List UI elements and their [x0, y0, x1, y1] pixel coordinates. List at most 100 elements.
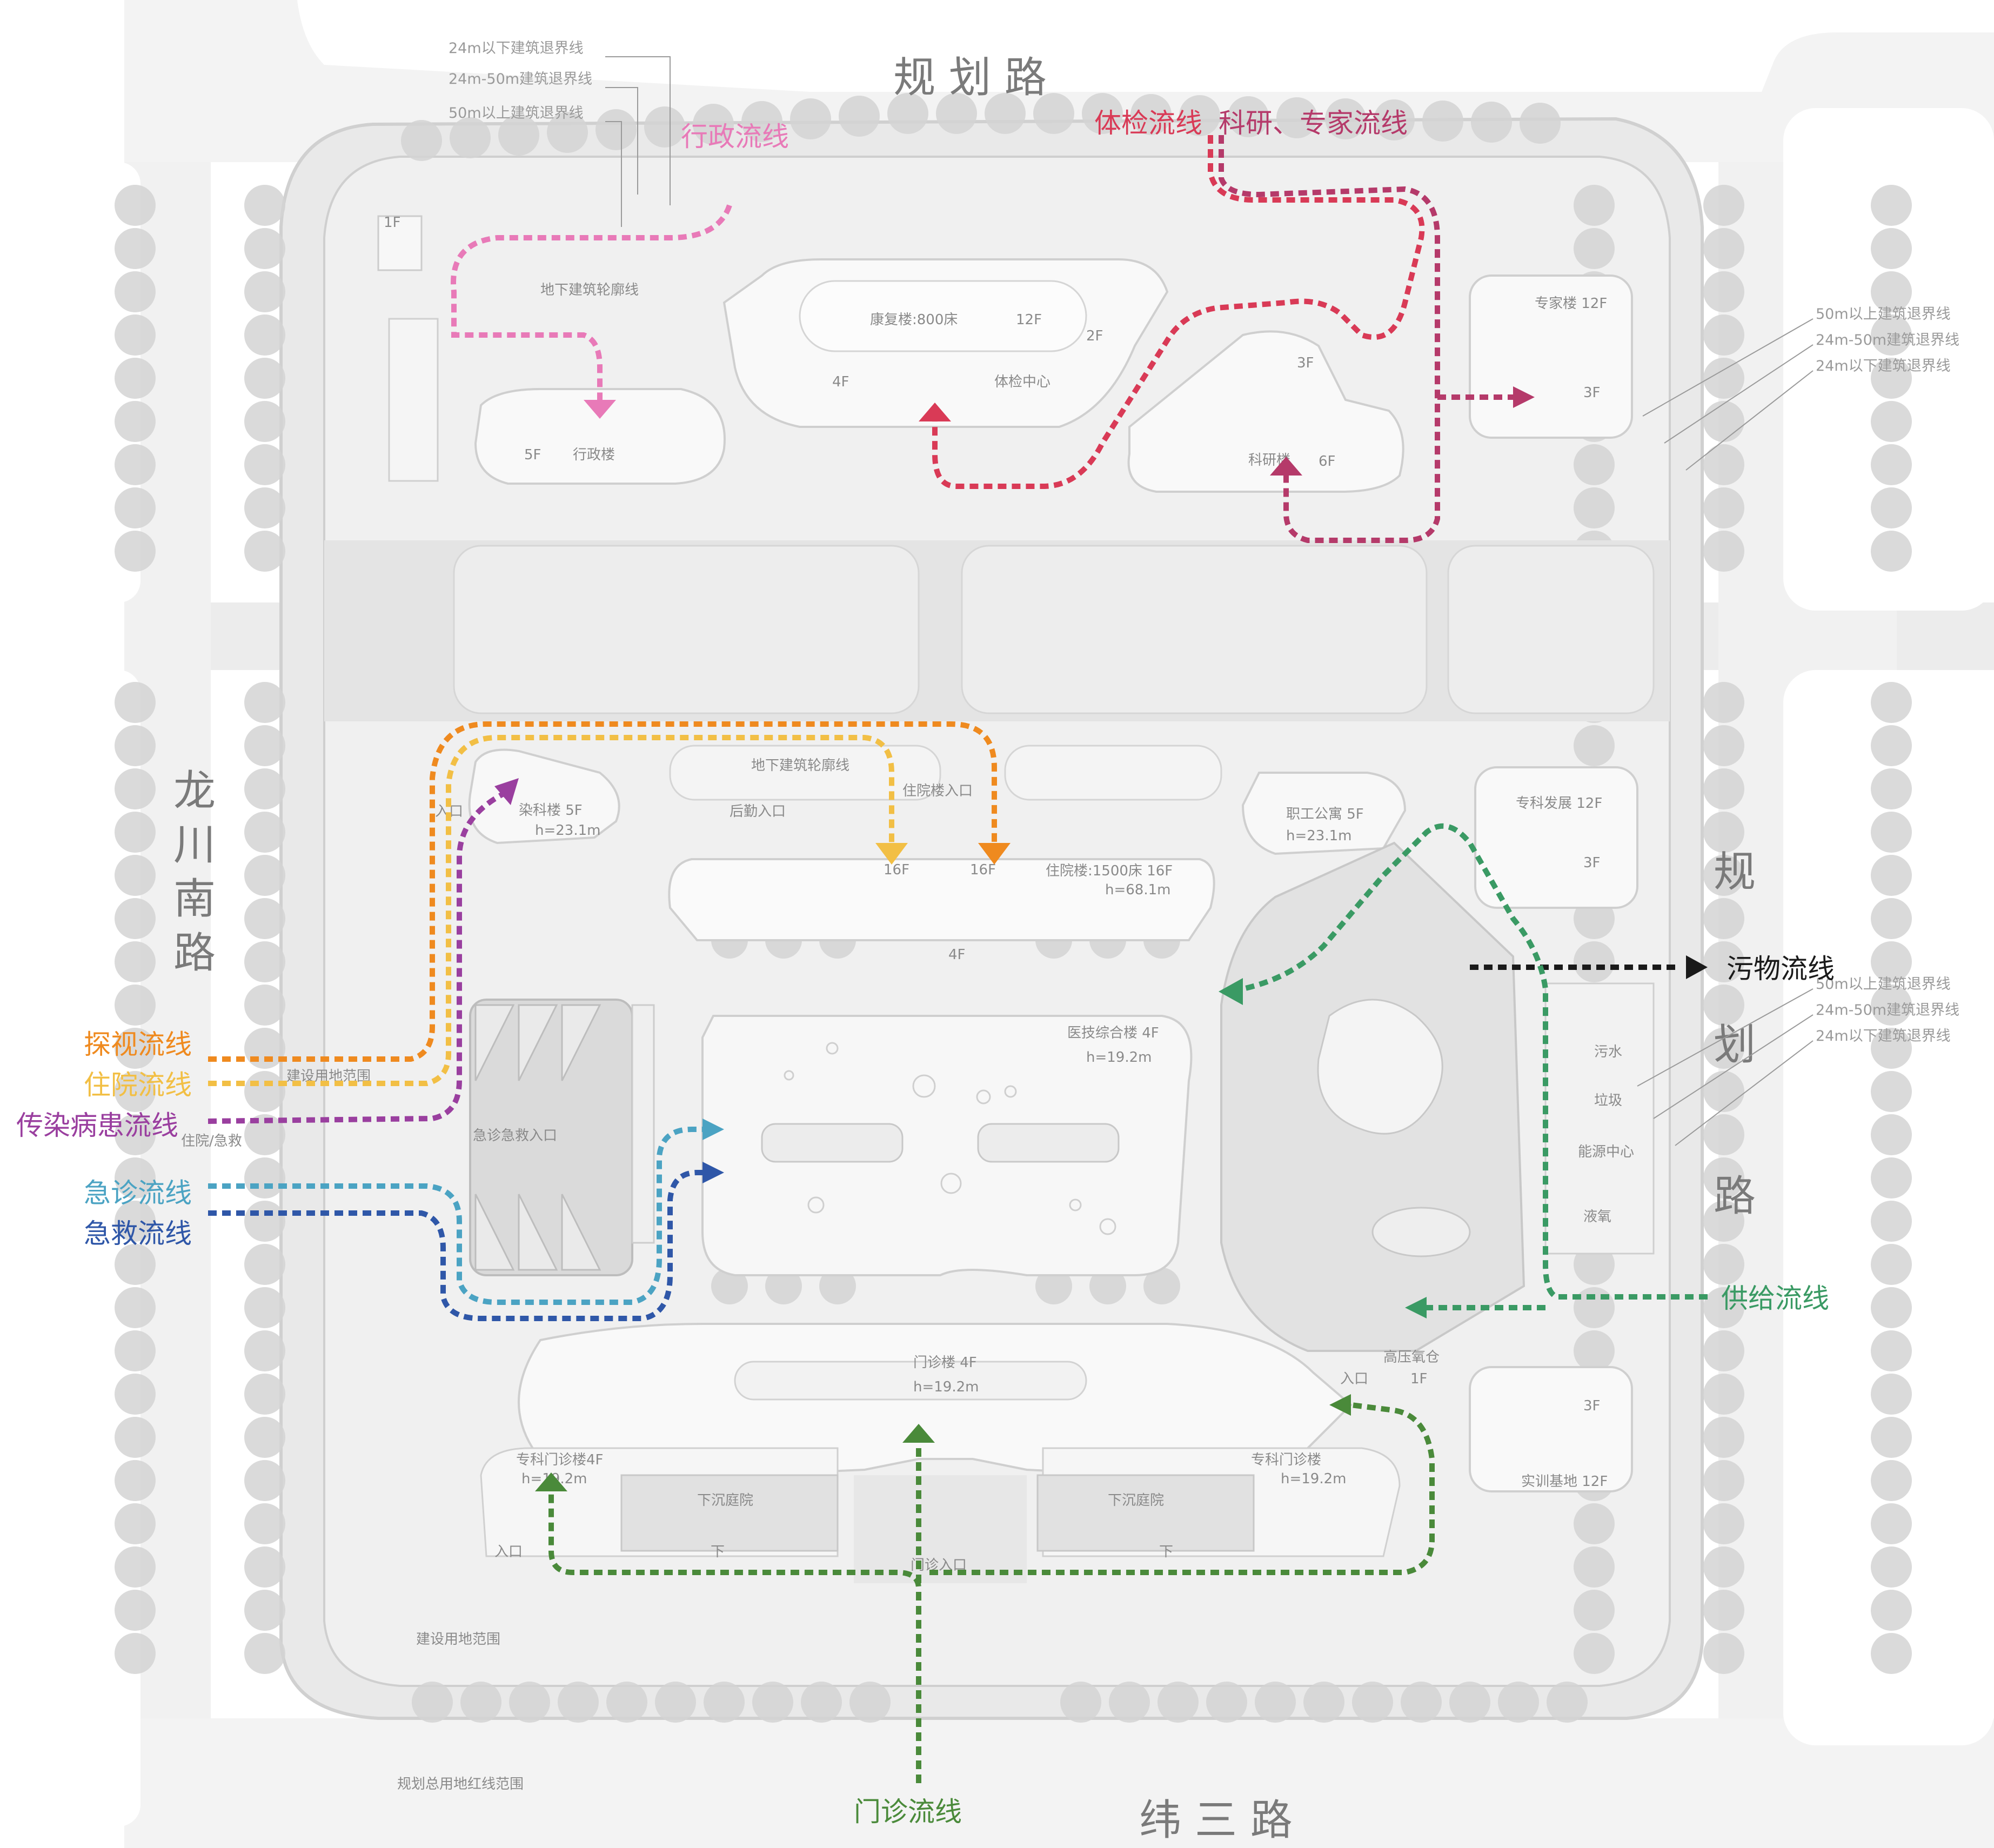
svg-text:染科楼 5F: 染科楼 5F [519, 802, 583, 819]
svg-text:12F: 12F [1016, 312, 1042, 328]
svg-text:50m以上建筑退界线: 50m以上建筑退界线 [449, 105, 584, 122]
svg-text:高压氧仓: 高压氧仓 [1383, 1349, 1440, 1365]
svg-text:下: 下 [711, 1544, 725, 1560]
flow-label-visit: 探视流线 [84, 1029, 192, 1060]
svg-text:3F: 3F [1583, 855, 1601, 871]
inpatient-flow-path [208, 735, 894, 1086]
svg-text:4F: 4F [948, 947, 966, 963]
svg-text:建设用地范围: 建设用地范围 [416, 1631, 500, 1648]
training-building [1469, 1366, 1633, 1492]
research-building [1127, 330, 1404, 493]
setback-labels-east-lower: 50m以上建筑退界线 24m-50m建筑退界线 24m以下建筑退界线 [1637, 976, 1959, 1146]
svg-text:24m以下建筑退界线: 24m以下建筑退界线 [1816, 358, 1951, 374]
flow-label-inpatient: 住院流线 [84, 1069, 192, 1101]
svg-text:24m-50m建筑退界线: 24m-50m建筑退界线 [1816, 332, 1959, 349]
supply-flow-path [1242, 823, 1708, 1300]
svg-text:下: 下 [1159, 1544, 1173, 1560]
svg-text:液氧: 液氧 [1583, 1209, 1611, 1225]
svg-text:24m-50m建筑退界线: 24m-50m建筑退界线 [1816, 1002, 1959, 1019]
svg-text:2F: 2F [1086, 328, 1103, 344]
svg-text:专科门诊楼4F: 专科门诊楼4F [516, 1452, 604, 1468]
flow-label-admin: 行政流线 [681, 121, 789, 152]
svg-text:职工公寓 5F: 职工公寓 5F [1286, 806, 1364, 822]
svg-text:川: 川 [173, 821, 216, 869]
sunken-court-left [620, 1474, 839, 1552]
svg-text:专科门诊楼: 专科门诊楼 [1251, 1452, 1321, 1468]
svg-text:h=19.2m: h=19.2m [1281, 1471, 1346, 1487]
svg-text:住院/急救: 住院/急救 [181, 1133, 242, 1149]
svg-text:50m以上建筑退界线: 50m以上建筑退界线 [1816, 306, 1951, 323]
svg-text:划: 划 [1714, 1021, 1756, 1069]
building-labels: 康复楼:800床 12F 2F 4F 体检中心 行政楼 5F 科研楼 6F 3F… [181, 215, 1634, 1792]
inpatient-building [668, 858, 1215, 941]
flow-label-supply: 供给流线 [1721, 1283, 1829, 1314]
svg-text:规划总用地红线范围: 规划总用地红线范围 [397, 1776, 524, 1792]
flow-label-waste: 污物流线 [1727, 953, 1835, 985]
road-north: 规 划 路 [893, 53, 1047, 102]
svg-text:1F: 1F [1410, 1371, 1428, 1387]
svg-text:1F: 1F [384, 215, 401, 231]
svg-text:后勤入口: 后勤入口 [730, 804, 786, 820]
admin-flow-path [451, 204, 732, 400]
svg-text:地下建筑轮廓线: 地下建筑轮廓线 [540, 282, 639, 298]
emergency-flow-path [208, 1127, 702, 1305]
research-flow-path [1219, 135, 1440, 543]
svg-text:h=23.1m: h=23.1m [535, 822, 600, 839]
svg-text:龙: 龙 [173, 767, 216, 815]
svg-text:专家楼 12F: 专家楼 12F [1535, 296, 1607, 312]
svg-text:行政楼: 行政楼 [573, 447, 615, 463]
flow-label-outpatient: 门诊流线 [854, 1796, 962, 1827]
flow-lines [208, 135, 1708, 1783]
svg-text:实训基地 12F: 实训基地 12F [1521, 1474, 1608, 1490]
south-road [59, 1718, 1994, 1848]
svg-text:16F: 16F [970, 862, 996, 878]
svg-text:h=19.2m: h=19.2m [913, 1379, 979, 1395]
svg-text:h=19.2m: h=19.2m [1086, 1049, 1152, 1066]
staff-building [1241, 772, 1407, 855]
svg-text:地下建筑轮廓线: 地下建筑轮廓线 [751, 758, 849, 774]
svg-text:体检中心: 体检中心 [994, 374, 1050, 390]
flow-label-infectious: 传染病患流线 [16, 1110, 178, 1141]
svg-text:h=68.1m: h=68.1m [1105, 882, 1170, 898]
svg-text:医技综合楼 4F: 医技综合楼 4F [1067, 1025, 1159, 1041]
svg-text:住院楼:1500床 16F: 住院楼:1500床 16F [1046, 863, 1173, 879]
svg-text:h=23.1m: h=23.1m [1286, 828, 1351, 844]
flow-label-research: 科研、专家流线 [1219, 108, 1408, 139]
svg-text:50m以上建筑退界线: 50m以上建筑退界线 [1816, 976, 1951, 993]
road-west: 龙 川 南 路 [173, 767, 216, 977]
svg-text:门诊楼 4F: 门诊楼 4F [913, 1355, 977, 1371]
setback-labels-north: 24m以下建筑退界线 24m-50m建筑退界线 50m以上建筑退界线 [449, 40, 671, 227]
svg-text:3F: 3F [1583, 1398, 1601, 1414]
svg-text:规: 规 [1714, 848, 1756, 896]
svg-text:24m以下建筑退界线: 24m以下建筑退界线 [1816, 1028, 1951, 1044]
svg-text:16F: 16F [884, 862, 909, 878]
outpatient-building [518, 1323, 1353, 1482]
svg-text:6F: 6F [1319, 453, 1336, 470]
svg-text:3F: 3F [1583, 385, 1601, 401]
flow-legend: 行政流线 体检流线 科研、专家流线 探视流线 住院流线 传染病患流线 急诊流线 … [16, 108, 1835, 1827]
svg-text:康复楼:800床: 康复楼:800床 [870, 312, 958, 328]
specialty-dev-building [1474, 766, 1638, 909]
flow-label-emergency: 急诊流线 [84, 1177, 192, 1209]
medtech-building [701, 1015, 1193, 1276]
svg-text:垃圾: 垃圾 [1594, 1093, 1622, 1109]
road-east: 规 划 路 [1714, 848, 1756, 1221]
svg-text:下沉庭院: 下沉庭院 [697, 1492, 753, 1509]
svg-text:4F: 4F [832, 374, 849, 390]
svg-text:急诊急救入口: 急诊急救入口 [473, 1128, 557, 1144]
svg-text:路: 路 [1714, 1172, 1756, 1221]
svg-text:5F: 5F [524, 447, 541, 463]
svg-text:专科发展 12F: 专科发展 12F [1516, 795, 1602, 812]
svg-text:下沉庭院: 下沉庭院 [1108, 1492, 1164, 1509]
rescue-flow-path [208, 1170, 702, 1321]
infectious-flow-path [208, 792, 504, 1124]
admin-building [474, 388, 726, 485]
svg-text:住院楼入口: 住院楼入口 [902, 783, 973, 799]
setback-labels-east-upper: 50m以上建筑退界线 24m-50m建筑退界线 24m以下建筑退界线 [1642, 306, 1959, 471]
svg-text:污水: 污水 [1594, 1044, 1622, 1060]
svg-text:3F: 3F [1297, 355, 1314, 371]
checkup-flow-path [932, 135, 1425, 489]
flow-label-rescue: 急救流线 [84, 1218, 192, 1249]
svg-text:能源中心: 能源中心 [1578, 1144, 1634, 1160]
